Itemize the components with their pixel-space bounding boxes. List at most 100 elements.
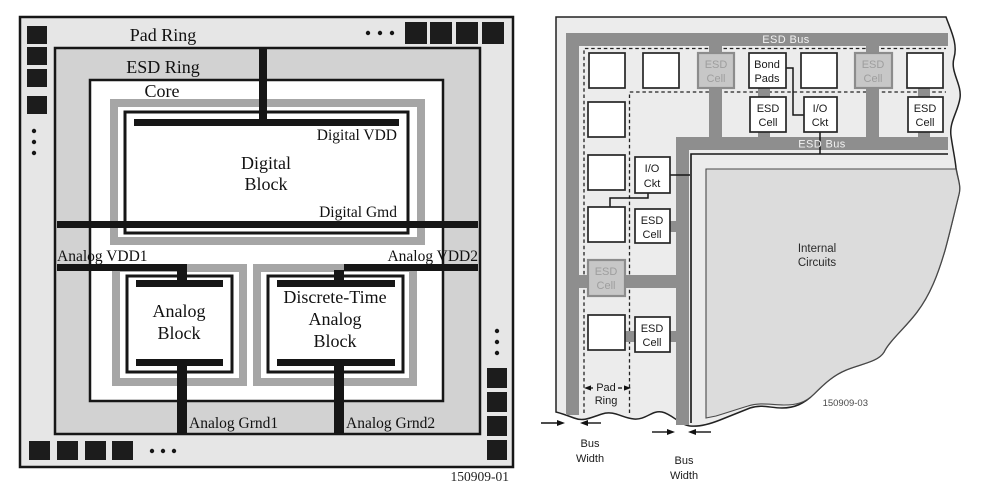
esd-cell-ghost-labels: ESD Cell ESD Cell ESD Cell — [595, 59, 885, 292]
connector-wires — [609, 67, 821, 207]
esd-cell-label: Cell — [643, 229, 662, 241]
bond-pad — [482, 22, 504, 44]
continuation-dot — [31, 150, 37, 156]
figure-number-left: 150909-01 — [451, 469, 510, 484]
digital-block-label-line2: Block — [245, 174, 288, 194]
esd-cell-label: ESD — [641, 323, 664, 335]
arrow-right-icon — [557, 420, 565, 426]
cell-stub — [758, 132, 770, 138]
pad-ring-label: Pad Ring — [130, 25, 197, 45]
arrow-left-icon — [688, 429, 696, 435]
esd-cell-ghost-label: Cell — [707, 73, 726, 85]
esd-cell-ghost-label: ESD — [862, 59, 885, 71]
discrete-block-label-line2: Analog — [309, 309, 362, 329]
internal-circuits-label: Internal — [798, 243, 836, 255]
bond-pad — [85, 441, 106, 460]
bond-pad — [800, 52, 838, 89]
analog-vdd1-drop — [177, 270, 187, 281]
continuation-dot — [31, 128, 37, 134]
digital-gmd-line — [57, 221, 478, 228]
bond-pad — [430, 22, 452, 44]
esd-cell-label: ESD — [757, 103, 780, 115]
continuation-dot — [171, 448, 177, 454]
esd-ring-label: ESD Ring — [126, 57, 200, 77]
digital-block — [123, 110, 410, 235]
figure-right-esd-bus-corner: ESD Bus ESD Bus ESD Cell ESD Cell ESD Ce… — [541, 16, 961, 482]
internal-circuits-label: Circuits — [798, 257, 837, 269]
analog-block-label-line2: Block — [158, 323, 201, 343]
cell-stub — [670, 221, 676, 232]
bond-pads-label-box — [748, 52, 787, 89]
cell-stub — [758, 88, 770, 97]
digital-vdd-label: Digital VDD — [317, 127, 397, 144]
continuation-dot — [149, 448, 155, 454]
esd-cell-box — [634, 316, 671, 353]
analog-vdd2-label: Analog VDD2 — [387, 248, 478, 265]
discrete-block-label-line1: Discrete-Time — [283, 287, 386, 307]
esd-cell-ghost-label: Cell — [864, 73, 883, 85]
analog-grnd2-label: Analog Grnd2 — [346, 415, 435, 432]
bond-pad — [487, 368, 507, 388]
analog-grnd2-line — [334, 363, 344, 434]
bond-pad — [587, 101, 626, 138]
internal-circuits-border — [690, 153, 948, 423]
analog-vdd1-label: Analog VDD1 — [57, 248, 148, 265]
io-ckt-label: I/O — [645, 163, 660, 175]
pad-ring-annotation-label: Pad — [596, 382, 616, 394]
discrete-block-gnd-bar — [277, 359, 395, 366]
esd-cell-label: ESD — [641, 215, 664, 227]
io-ckt-label: I/O — [813, 103, 828, 115]
discrete-block-label-line3: Block — [314, 331, 357, 351]
analog-block-vdd-bar — [136, 280, 223, 287]
io-ckt-box — [634, 156, 671, 194]
left-pad-column — [586, 101, 627, 351]
core-label: Core — [145, 81, 180, 101]
top-pad-row — [588, 51, 944, 90]
pad-ring-annotation: Pad Ring — [584, 382, 631, 407]
bond-pad — [487, 392, 507, 412]
digital-vdd-bar — [134, 119, 399, 126]
bus-width-label: Width — [670, 470, 698, 482]
analog-vdd2-line — [344, 264, 478, 271]
arrow-right-icon — [624, 385, 631, 391]
arrow-left-icon — [580, 420, 588, 426]
continuation-dot — [494, 339, 500, 345]
bond-pad — [642, 52, 680, 89]
esd-cell-box — [907, 96, 944, 133]
esd-bus-inner-horizontal — [676, 137, 948, 150]
bond-pad — [906, 52, 944, 89]
bus-width-label: Width — [576, 453, 604, 465]
digital-vdd-supply-line — [259, 48, 267, 122]
esd-bus-inner-label: ESD Bus — [798, 139, 846, 151]
esd-cell-ghost — [853, 51, 894, 90]
bus-width-annotation-left: Bus Width — [541, 420, 604, 465]
esd-cell-box — [749, 96, 787, 133]
cell-stub — [918, 88, 930, 97]
esd-cell-label: Cell — [759, 117, 778, 129]
continuation-dot — [389, 30, 395, 36]
pad-ring-annotation-label: Ring — [595, 395, 618, 407]
bond-pad — [112, 441, 133, 460]
esd-cell-label: ESD — [914, 103, 937, 115]
bond-pad-to-io-wire — [786, 67, 804, 116]
analog-grnd1-line — [177, 363, 187, 434]
box-labels: Bond Pads ESD Cell I/O Ckt ESD Cell I/O … — [641, 59, 937, 349]
analog-block — [125, 274, 234, 374]
bond-pad — [456, 22, 478, 44]
esd-cell-ghost — [586, 258, 627, 298]
bond-pads-label: Pads — [754, 73, 780, 85]
bus-width-label: Bus — [675, 455, 694, 467]
pad-ring-pads — [27, 22, 507, 460]
bond-pad — [587, 314, 626, 351]
continuation-dot — [494, 328, 500, 334]
digital-gmd-label: Digital Gmd — [319, 204, 397, 221]
pad-ring-dashed-boundary — [583, 47, 946, 413]
cell-stub — [625, 331, 635, 342]
continuation-dot — [494, 350, 500, 356]
dashed-outer-boundary — [583, 47, 946, 413]
esd-cell-label: Cell — [916, 117, 935, 129]
arrow-left-icon — [584, 385, 591, 391]
esd-cell-ghost-label: Cell — [597, 280, 616, 292]
digital-guard-ring — [110, 99, 425, 245]
